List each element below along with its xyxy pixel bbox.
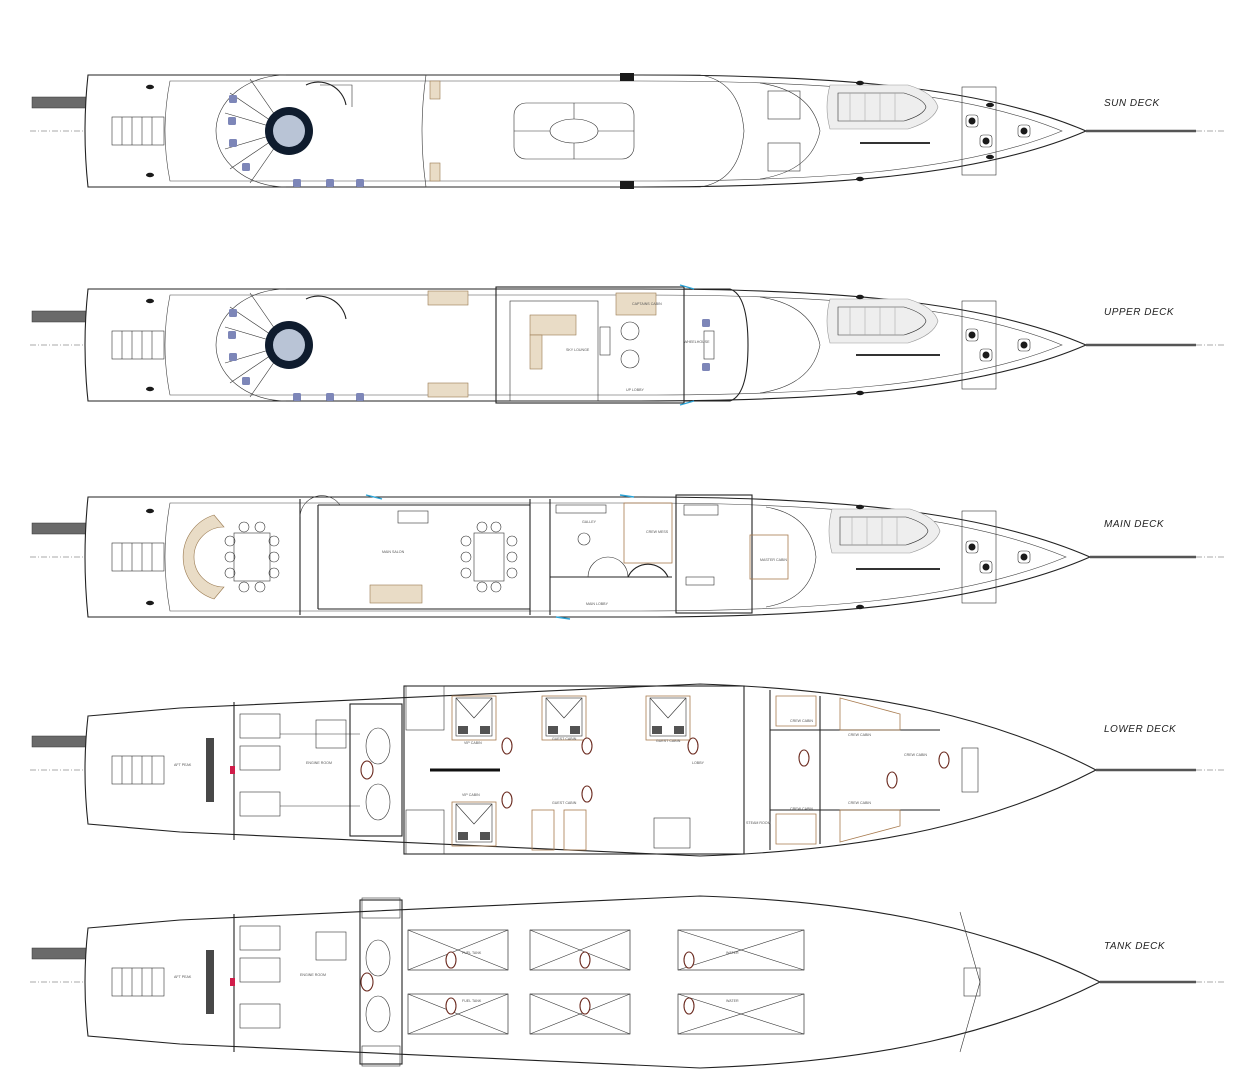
deck-label: LOWER DECK [1104, 724, 1177, 735]
room-label: VIP CABIN [464, 741, 482, 745]
room-label: ENGINE ROOM [300, 973, 326, 977]
room-label: MAIN LOBBY [586, 602, 609, 606]
deck-label: UPPER DECK [1104, 307, 1175, 318]
tank-deck: AFT PEAK ENGINE ROOM FUEL TANK FUEL TANK… [30, 895, 1226, 1069]
sun-deck: SUN DECK [30, 73, 1226, 189]
room-label: WATER [726, 951, 739, 955]
main-deck: MAIN SALON GALLEY CREW MESS MASTER CABIN… [30, 494, 1226, 620]
deck-label: SUN DECK [1104, 98, 1161, 109]
room-label: MAIN SALON [382, 550, 405, 554]
room-label: AFT PEAK [174, 763, 192, 767]
room-label: GUEST CABIN [552, 737, 577, 741]
room-label: CREW CABIN [904, 753, 927, 757]
room-label: SKY LOUNGE [566, 348, 590, 352]
room-label: ENGINE ROOM [306, 761, 332, 765]
room-label: AFT PEAK [174, 975, 192, 979]
room-label: FUEL TANK [462, 951, 482, 955]
room-label: GUEST CABIN [656, 739, 681, 743]
lower-deck: AFT PEAK ENGINE ROOM VIP CABIN GUEST CAB… [30, 683, 1226, 857]
room-label: CREW CABIN [848, 801, 871, 805]
upper-deck: CAPTAINS CABIN SKY LOUNGE WHEELHOUSE UP … [30, 284, 1226, 406]
room-label: LOBBY [692, 761, 705, 765]
room-label: GUEST CABIN [552, 801, 577, 805]
deck-label: MAIN DECK [1104, 519, 1165, 530]
room-label: CREW CABIN [790, 719, 813, 723]
room-label: FUEL TANK [462, 999, 482, 1003]
room-label: CREW CABIN [848, 733, 871, 737]
room-label: STEAM ROOM [746, 821, 771, 825]
room-label: GALLEY [582, 520, 597, 524]
room-label: VIP CABIN [462, 793, 480, 797]
room-label: CAPTAINS CABIN [632, 302, 662, 306]
room-label: CREW CABIN [790, 807, 813, 811]
room-label: MASTER CABIN [760, 558, 787, 562]
deck-label: TANK DECK [1104, 941, 1166, 952]
room-label: CREW MESS [646, 530, 669, 534]
room-label: WHEELHOUSE [684, 340, 710, 344]
room-label: WATER [726, 999, 739, 1003]
room-label: UP LOBBY [626, 388, 645, 392]
